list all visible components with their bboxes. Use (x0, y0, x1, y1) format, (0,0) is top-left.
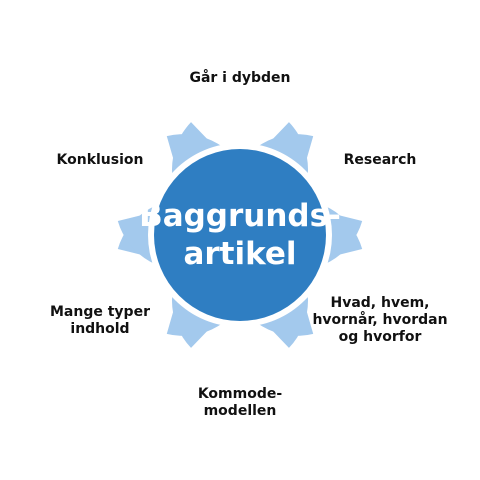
petal-label-lower-right: Hvad, hvem, hvornår, hvordan og hvorfor (312, 294, 448, 345)
petal-label-upper-left: Konklusion (56, 151, 144, 168)
petal-label-top: Går i dybden (189, 69, 291, 86)
petal-label-bottom: Kommode- modellen (197, 386, 283, 419)
center-circle (154, 149, 326, 321)
petal-label-upper-right: Research (343, 151, 417, 168)
center-label: Baggrunds- artikel (139, 198, 341, 272)
petal-label-lower-left: Mange typer indhold (50, 304, 150, 337)
